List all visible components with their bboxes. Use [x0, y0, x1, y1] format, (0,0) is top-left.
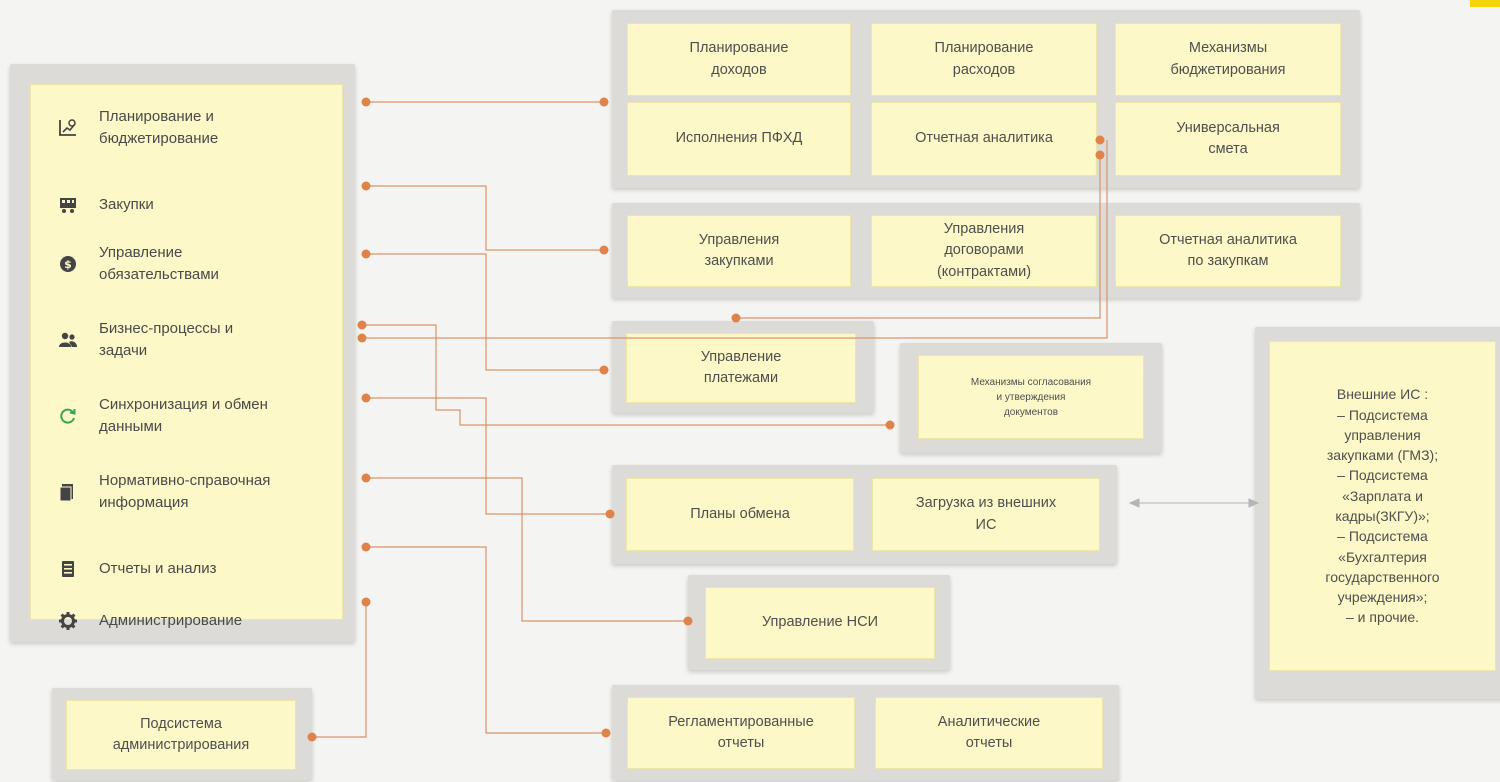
obligations-coin-icon: $: [57, 253, 79, 275]
connector-dot: [361, 597, 371, 607]
connector-dot: [683, 616, 693, 626]
menu-item-administration[interactable]: Администрирование: [31, 607, 344, 635]
connector-dot: [361, 181, 371, 191]
connector-dot: [361, 249, 371, 259]
module-regulated-reports[interactable]: Регламентированные отчеты: [627, 697, 855, 769]
module-reporting-analytics[interactable]: Отчетная аналитика: [871, 102, 1097, 176]
menu-item-label: Управление обязательствами: [99, 243, 219, 284]
menu-item-planning[interactable]: Планирование и бюджетирование: [31, 105, 344, 151]
module-payment-management[interactable]: Управление платежами: [626, 333, 856, 403]
menu-item-label: Закупки: [99, 195, 154, 213]
module-pfhd-execution[interactable]: Исполнения ПФХД: [627, 102, 851, 176]
connector-dot: [599, 97, 609, 107]
menu-item-purchases[interactable]: Закупки: [31, 191, 344, 219]
module-exchange-plans[interactable]: Планы обмена: [626, 478, 854, 551]
menu-item-label: Планирование и бюджетирование: [99, 107, 219, 148]
nsi-group-panel: Управление НСИ: [688, 575, 950, 670]
module-contract-management[interactable]: Управления договорами (контрактами): [871, 215, 1097, 287]
connector-dot: [599, 245, 609, 255]
module-external-import[interactable]: Загрузка из внешних ИС: [872, 478, 1100, 551]
gear-icon: [57, 610, 79, 632]
approval-group-panel: Механизмы согласования и утверждения док…: [900, 343, 1162, 453]
admin-group-panel: Подсистема администрирования: [52, 688, 312, 780]
connector-dot: [357, 320, 367, 330]
connector-dot: [1095, 135, 1105, 145]
connector-business-processes: [362, 324, 890, 426]
report-icon: [57, 558, 79, 580]
sync-icon: [57, 405, 79, 427]
connector-dot: [357, 333, 367, 343]
connector-dot: [361, 473, 371, 483]
planning-chart-icon: [57, 117, 79, 139]
connector-dot: [605, 509, 615, 519]
module-analytical-reports[interactable]: Аналитические отчеты: [875, 697, 1103, 769]
module-income-planning[interactable]: Планирование доходов: [627, 23, 851, 96]
connector-dot: [731, 313, 741, 323]
connector-tasks-payments: [362, 140, 1108, 339]
connector-analytics-link: [736, 155, 1101, 319]
connector-admin: [312, 602, 367, 738]
connector-dot: [361, 542, 371, 552]
subsystems-menu: Планирование и бюджетирование Закупки $ …: [30, 84, 344, 630]
connector-dot: [361, 393, 371, 403]
reports-group-panel: Регламентированные отчеты Аналитические …: [612, 685, 1119, 780]
external-systems-box: Внешние ИС : – Подсистема управления зак…: [1269, 341, 1496, 671]
subsystems-menu-panel: Планирование и бюджетирование Закупки $ …: [10, 64, 355, 642]
payments-group-panel: Управление платежами: [612, 321, 874, 413]
connector-dot: [1095, 150, 1105, 160]
connector-reports: [366, 546, 606, 734]
module-nsi-management[interactable]: Управление НСИ: [705, 587, 935, 659]
purchases-cart-icon: [57, 194, 79, 216]
connector-dot: [361, 97, 371, 107]
menu-item-label: Нормативно-справочная информация: [99, 471, 271, 512]
menu-item-label: Администрирование: [99, 611, 243, 629]
module-expense-planning[interactable]: Планирование расходов: [871, 23, 1097, 96]
module-universal-estimate[interactable]: Универсальная смета: [1115, 102, 1341, 176]
connector-dot: [885, 420, 895, 430]
external-systems-text: Внешние ИС : – Подсистема управления зак…: [1325, 386, 1440, 626]
menu-item-business-processes[interactable]: Бизнес-процессы и задачи: [31, 317, 344, 363]
svg-text:$: $: [64, 258, 72, 271]
reference-books-icon: [57, 481, 79, 503]
exchange-group-panel: Планы обмена Загрузка из внешних ИС: [612, 465, 1117, 564]
menu-item-obligations[interactable]: $ Управление обязательствами: [31, 241, 344, 287]
connector-dot: [601, 728, 611, 738]
menu-item-sync[interactable]: Синхронизация и обмен данными: [31, 393, 344, 439]
menu-item-reports[interactable]: Отчеты и анализ: [31, 555, 344, 583]
external-arrow: [1128, 498, 1260, 508]
module-admin-subsystem[interactable]: Подсистема администрирования: [66, 700, 296, 770]
connector-dot: [307, 732, 317, 742]
connector-obligations: [366, 253, 604, 371]
planning-group-panel: Планирование доходов Планирование расход…: [612, 10, 1360, 188]
module-approval-mechanisms[interactable]: Механизмы согласования и утверждения док…: [918, 355, 1144, 439]
connector-reference: [366, 477, 688, 622]
menu-item-label: Бизнес-процессы и задачи: [99, 319, 234, 360]
module-purchase-analytics[interactable]: Отчетная аналитика по закупкам: [1115, 215, 1341, 287]
users-icon: [57, 329, 79, 351]
menu-item-label: Отчеты и анализ: [99, 559, 217, 577]
module-budgeting-mechanisms[interactable]: Механизмы бюджетирования: [1115, 23, 1341, 96]
connector-sync: [366, 397, 610, 515]
connector-dot: [599, 365, 609, 375]
module-purchase-management[interactable]: Управления закупками: [627, 215, 851, 287]
external-systems-panel: Внешние ИС : – Подсистема управления зак…: [1255, 327, 1500, 699]
corner-accent: [1470, 0, 1500, 7]
purchases-group-panel: Управления закупками Управления договора…: [612, 203, 1360, 298]
menu-item-label: Синхронизация и обмен данными: [99, 395, 268, 436]
menu-item-reference-info[interactable]: Нормативно-справочная информация: [31, 469, 344, 515]
connector-purchases: [366, 185, 604, 251]
